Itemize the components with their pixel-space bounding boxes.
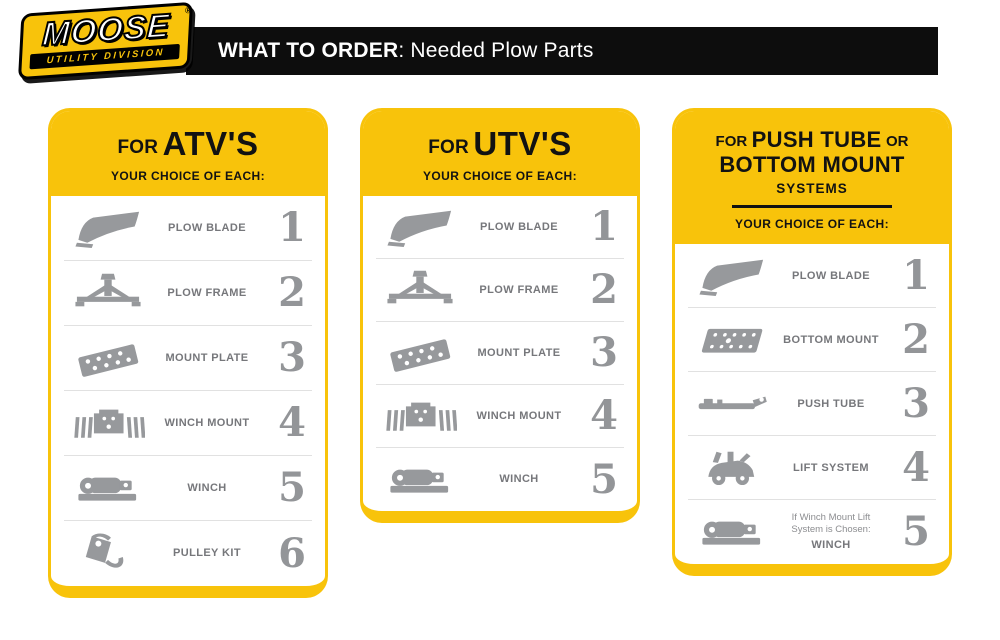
lift-system-icon (688, 444, 776, 492)
part-number: 5 (902, 508, 930, 556)
title-push-tube: PUSH TUBE (751, 127, 882, 152)
winch-mount-icon (376, 392, 464, 440)
part-number: 1 (902, 251, 930, 299)
part-row: MOUNT PLATE 3 (64, 326, 312, 391)
card-atv-title-main: ATV'S (162, 125, 259, 162)
part-row: WINCH MOUNT 4 (64, 391, 312, 456)
part-label: PLOW BLADE (480, 220, 558, 233)
part-number: 5 (278, 464, 306, 511)
push-tube-icon (688, 380, 776, 428)
part-label: WINCH (811, 539, 851, 552)
card-push-tube-rows: PLOW BLADE 1 BOTTOM MOUNT 2 PUSH TUBE 3 … (675, 244, 949, 564)
part-label: LIFT SYSTEM (793, 461, 869, 474)
header-title-rest: : Needed Plow Parts (398, 39, 594, 62)
winch-mount-icon (64, 399, 152, 447)
title-for: FOR (715, 133, 748, 150)
part-row: PLOW FRAME 2 (376, 259, 624, 322)
part-label-with-note: If Winch Mount Lift System is Chosen: WI… (776, 512, 886, 552)
winch-icon (688, 508, 776, 556)
moose-logo: MOOSE ® UTILITY DIVISION (17, 1, 194, 94)
bottom-mount-icon (688, 316, 776, 364)
part-row: LIFT SYSTEM 4 (688, 436, 936, 501)
part-label: WINCH MOUNT (476, 409, 562, 422)
plow-blade-icon (64, 204, 152, 252)
card-utv-title-prefix: FOR (428, 137, 469, 158)
part-number: 4 (590, 392, 618, 439)
part-number: 1 (590, 203, 618, 250)
part-label: PULLEY KIT (173, 547, 241, 560)
card-push-tube-title: FOR PUSH TUBE OR BOTTOM MOUNT SYSTEMS (685, 127, 939, 196)
mount-plate-icon (64, 334, 152, 382)
part-row: PLOW FRAME 2 (64, 261, 312, 326)
part-label: WINCH MOUNT (164, 416, 250, 429)
part-number: 6 (278, 529, 306, 577)
card-atv: FOR ATV'S YOUR CHOICE OF EACH: PLOW BLAD… (48, 108, 328, 598)
plow-blade-icon (376, 203, 464, 251)
card-push-tube: FOR PUSH TUBE OR BOTTOM MOUNT SYSTEMS YO… (672, 108, 952, 577)
plow-frame-icon (64, 269, 152, 317)
plow-frame-icon (376, 266, 464, 314)
header-bar: WHAT TO ORDER: Needed Plow Parts (186, 27, 938, 75)
part-row: PULLEY KIT 6 (64, 521, 312, 586)
part-number: 2 (902, 315, 930, 363)
part-label: PUSH TUBE (797, 397, 865, 410)
part-row: PLOW BLADE 1 (64, 196, 312, 261)
part-row: WINCH 5 (376, 448, 624, 511)
pulley-kit-icon (64, 530, 152, 578)
card-utv-rows: PLOW BLADE 1 PLOW FRAME 2 MOUNT PLATE 3 … (363, 196, 637, 511)
card-atv-title-prefix: FOR (117, 137, 159, 158)
part-label: PLOW FRAME (167, 286, 247, 299)
card-utv-header: FOR UTV'S YOUR CHOICE OF EACH: (363, 111, 637, 196)
card-utv-title-main: UTV'S (473, 125, 572, 162)
part-row: PUSH TUBE 3 (688, 372, 936, 437)
part-number: 5 (590, 455, 618, 503)
part-label: BOTTOM MOUNT (783, 333, 879, 346)
part-number: 3 (902, 379, 930, 427)
cards-container: FOR ATV'S YOUR CHOICE OF EACH: PLOW BLAD… (48, 108, 952, 598)
card-atv-title: FOR ATV'S (61, 127, 315, 160)
part-number: 4 (902, 443, 930, 491)
part-label: MOUNT PLATE (165, 351, 249, 364)
part-number: 1 (278, 204, 306, 251)
moose-logo-box: MOOSE ® UTILITY DIVISION (17, 1, 194, 80)
header-title-bold: WHAT TO ORDER (218, 39, 399, 62)
part-note: If Winch Mount Lift System is Chosen: (791, 512, 871, 536)
registered-trademark-icon: ® (184, 4, 192, 16)
header-divider (732, 205, 892, 209)
part-number: 3 (590, 329, 618, 376)
winch-icon (376, 456, 464, 504)
part-row: WINCH 5 (64, 456, 312, 521)
card-atv-rows: PLOW BLADE 1 PLOW FRAME 2 MOUNT PLATE 3 … (51, 196, 325, 586)
part-label: MOUNT PLATE (477, 346, 561, 359)
title-bottom-mount: BOTTOM MOUNT (719, 152, 905, 178)
part-row: BOTTOM MOUNT 2 (688, 308, 936, 373)
part-label: WINCH (499, 473, 539, 486)
part-number: 2 (590, 266, 618, 313)
part-row: WINCH MOUNT 4 (376, 385, 624, 448)
part-label: WINCH (187, 481, 227, 494)
mount-plate-icon (376, 329, 464, 377)
part-number: 2 (278, 269, 306, 316)
title-or: OR (885, 133, 909, 150)
part-label: PLOW BLADE (792, 269, 870, 282)
card-utv-title: FOR UTV'S (373, 127, 627, 160)
title-systems: SYSTEMS (776, 180, 848, 196)
card-atv-header: FOR ATV'S YOUR CHOICE OF EACH: (51, 111, 325, 196)
card-atv-subtitle: YOUR CHOICE OF EACH: (110, 169, 265, 183)
part-row: If Winch Mount Lift System is Chosen: WI… (688, 500, 936, 564)
card-push-tube-header: FOR PUSH TUBE OR BOTTOM MOUNT SYSTEMS YO… (675, 111, 949, 245)
winch-icon (64, 464, 152, 512)
part-label: PLOW FRAME (479, 283, 559, 296)
card-utv-subtitle: YOUR CHOICE OF EACH: (422, 169, 577, 183)
card-push-tube-subtitle: YOUR CHOICE OF EACH: (734, 217, 889, 232)
part-row: PLOW BLADE 1 (688, 244, 936, 309)
part-number: 4 (278, 399, 306, 446)
plow-blade-icon (688, 252, 776, 300)
part-row: MOUNT PLATE 3 (376, 322, 624, 385)
part-label: PLOW BLADE (168, 221, 246, 234)
card-utv: FOR UTV'S YOUR CHOICE OF EACH: PLOW BLAD… (360, 108, 640, 523)
part-row: PLOW BLADE 1 (376, 196, 624, 259)
part-number: 3 (278, 334, 306, 381)
